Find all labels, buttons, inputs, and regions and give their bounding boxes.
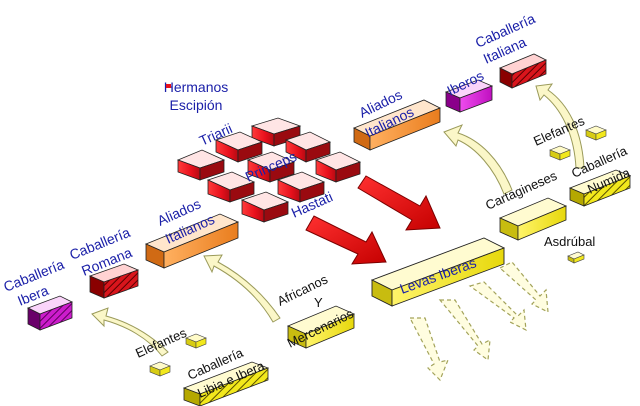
retreat-arrow-4 <box>498 261 549 314</box>
maniple-block <box>246 151 296 183</box>
label-africanos-y: Y <box>314 295 323 310</box>
retreat-arrow-2 <box>438 299 491 362</box>
label-asdrubal: Asdrúbal <box>544 234 595 249</box>
movement-arrows <box>91 83 585 357</box>
maniple-block <box>250 117 302 147</box>
commander-marker <box>166 84 171 88</box>
arrow-numida-to-italiana <box>535 83 585 169</box>
maniple-block <box>284 131 332 163</box>
maniple-block <box>206 171 256 203</box>
maniple-block <box>214 131 264 163</box>
aliados-italianos-top-block <box>353 99 441 151</box>
attack-arrow-upper <box>357 175 441 231</box>
maniple-block <box>176 149 226 181</box>
elefantes-left-blocks <box>149 333 207 377</box>
africanos-mercenarios-block <box>286 305 356 349</box>
caballeria-ibera-block <box>27 295 73 331</box>
attack-arrow-lower <box>305 215 387 265</box>
label-escipion: Escipión <box>170 97 223 113</box>
levas-iberas-block <box>370 237 506 307</box>
iberos-block <box>444 79 494 113</box>
cartagineses-block <box>498 197 568 241</box>
caballeria-numida-block <box>568 169 632 207</box>
caballeria-italiana-block <box>499 53 547 89</box>
aliados-italianos-left-block <box>144 213 240 269</box>
retreat-arrow-1 <box>409 317 449 382</box>
asdrubal-block <box>567 251 585 264</box>
arrow-africanos-to-italianos <box>203 254 281 323</box>
arrow-cartagineses-to-italianos <box>443 124 513 195</box>
maniple-block <box>240 191 290 223</box>
elefantes-right-blocks <box>549 125 607 161</box>
maniple-block <box>276 171 326 203</box>
caballeria-libia-ibera-block <box>182 361 270 406</box>
maniple-block <box>314 151 362 183</box>
retreat-arrows <box>409 261 549 382</box>
arrow-libia-to-romana <box>91 307 169 357</box>
label-hermanos: Hermanos <box>164 79 229 95</box>
roman-maniples <box>176 117 362 223</box>
caballeria-romana-block <box>88 263 140 299</box>
attack-arrows <box>305 175 441 265</box>
retreat-arrow-3 <box>468 281 527 332</box>
